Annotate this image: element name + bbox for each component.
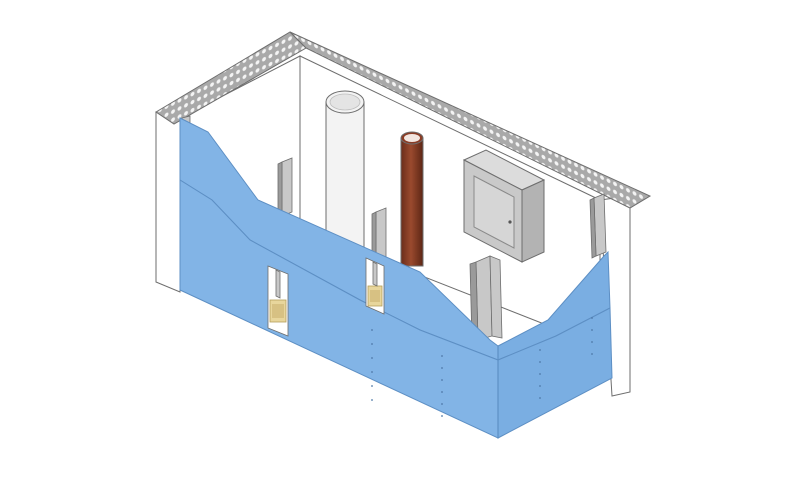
electrical-box-door bbox=[473, 175, 515, 249]
perforated-ceiling-track bbox=[155, 31, 652, 209]
screw-dot bbox=[591, 353, 593, 355]
opening-right bbox=[365, 257, 385, 315]
white-pipe bbox=[325, 90, 365, 249]
screw-dot bbox=[371, 371, 373, 373]
screw-dot bbox=[441, 367, 443, 369]
drywall-panels bbox=[179, 117, 613, 439]
screw-dot bbox=[441, 379, 443, 381]
screw-dot bbox=[591, 341, 593, 343]
drywall-panel-lower-left bbox=[179, 179, 499, 439]
drywall-screws bbox=[371, 317, 593, 417]
screw-dot bbox=[441, 355, 443, 357]
electrical-box-latch bbox=[508, 220, 512, 224]
screw-dot bbox=[539, 373, 541, 375]
electrical-box bbox=[462, 149, 546, 263]
screw-dot bbox=[539, 361, 541, 363]
ceiling-track-right bbox=[289, 31, 652, 209]
screw-dot bbox=[539, 397, 541, 399]
opening-left bbox=[267, 265, 289, 337]
steel-stud bbox=[589, 193, 607, 259]
screw-dot bbox=[371, 399, 373, 401]
steel-stud bbox=[469, 255, 503, 343]
screw-dot bbox=[371, 357, 373, 359]
screw-dot bbox=[371, 329, 373, 331]
left-end-wall bbox=[155, 111, 181, 293]
screw-dot bbox=[539, 349, 541, 351]
copper-pipe bbox=[400, 131, 424, 267]
screw-dot bbox=[371, 385, 373, 387]
screw-dot bbox=[591, 329, 593, 331]
screw-dot bbox=[441, 391, 443, 393]
screw-dot bbox=[591, 317, 593, 319]
screw-dot bbox=[539, 385, 541, 387]
screw-dot bbox=[441, 403, 443, 405]
screw-dot bbox=[371, 343, 373, 345]
steel-stud bbox=[277, 157, 293, 219]
screw-dot bbox=[441, 415, 443, 417]
stud-openings bbox=[267, 257, 385, 337]
